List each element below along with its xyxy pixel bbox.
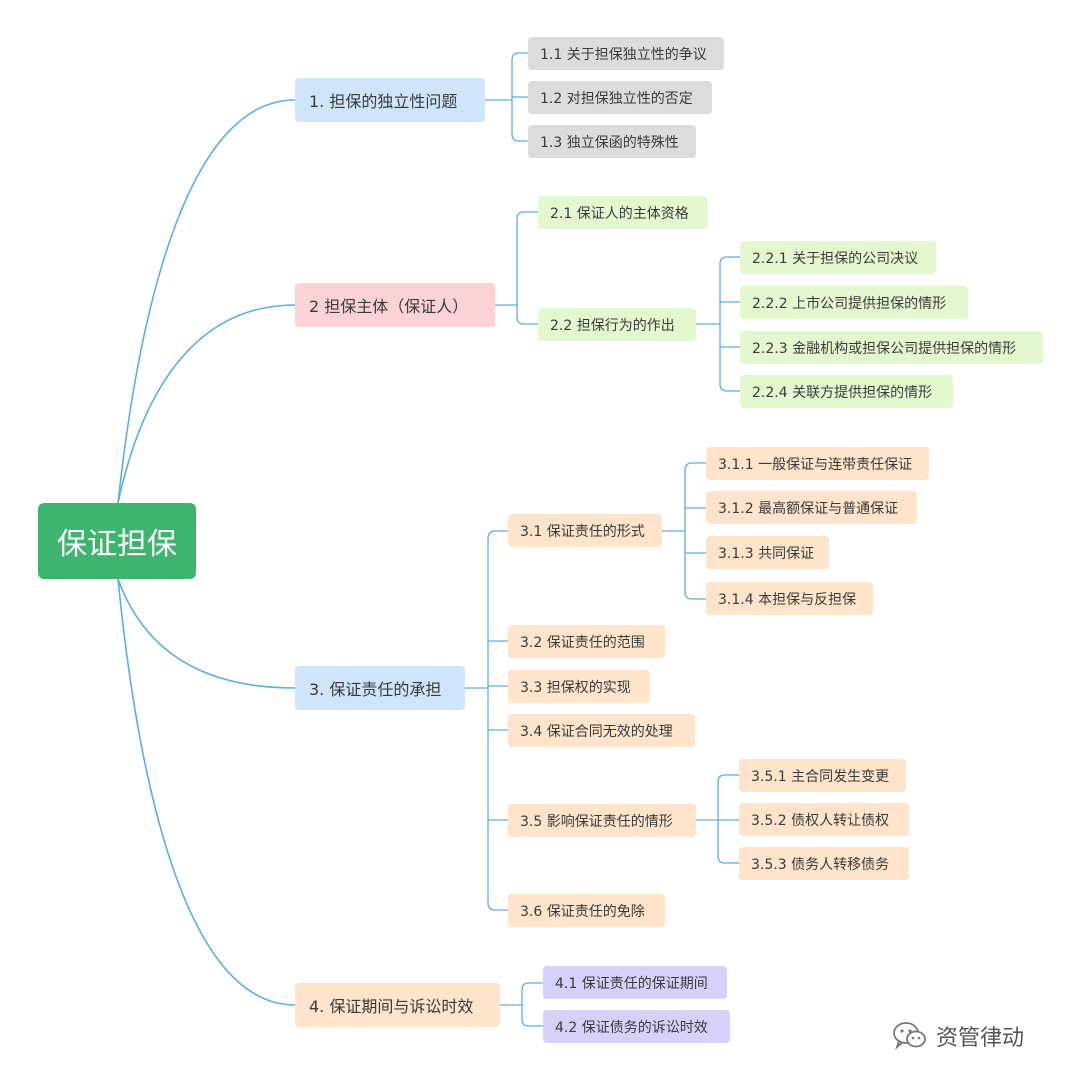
node-1-2[interactable]: 1.2 对担保独立性的否定 [528,81,712,114]
watermark: 资管律动 [892,1018,1024,1054]
connector-root-branch2 [117,304,296,504]
node-1-1[interactable]: 1.1 关于担保独立性的争议 [528,37,724,70]
node-2-2-3[interactable]: 2.2.3 金融机构或担保公司提供担保的情形 [740,331,1043,364]
connector-3-5-children [696,774,739,864]
node-3-5-2[interactable]: 3.5.2 债权人转让债权 [739,803,909,836]
connector-branch4-children [500,982,543,1027]
connector-2-2-children [696,256,740,392]
node-3-1-3[interactable]: 3.1.3 共同保证 [706,536,829,569]
node-2-1[interactable]: 2.1 保证人的主体资格 [538,196,708,229]
node-3-1-2[interactable]: 3.1.2 最高额保证与普通保证 [706,491,917,524]
node-3-5-3[interactable]: 3.5.3 债务人转移债务 [739,847,909,880]
node-3-5[interactable]: 3.5 影响保证责任的情形 [508,804,696,837]
node-3-1-1[interactable]: 3.1.1 一般保证与连带责任保证 [706,447,929,480]
branch2-node[interactable]: 2 担保主体（保证人） [295,283,495,327]
node-4-1[interactable]: 4.1 保证责任的保证期间 [543,966,727,999]
connector-branch2-children [495,211,538,325]
node-3-4[interactable]: 3.4 保证合同无效的处理 [508,714,695,747]
connector-root-branch4 [117,578,296,1006]
node-3-5-1[interactable]: 3.5.1 主合同发生变更 [739,759,906,792]
connector-branch3-children [465,530,508,911]
node-3-3[interactable]: 3.3 担保权的实现 [508,670,650,703]
node-3-2[interactable]: 3.2 保证责任的范围 [508,625,665,658]
branch4-node[interactable]: 4. 保证期间与诉讼时效 [295,983,500,1027]
branch3-node[interactable]: 3. 保证责任的承担 [295,666,465,710]
connector-branch1-children [485,52,528,142]
node-3-1[interactable]: 3.1 保证责任的形式 [508,514,662,547]
node-3-1-4[interactable]: 3.1.4 本担保与反担保 [706,582,873,615]
node-4-2[interactable]: 4.2 保证债务的诉讼时效 [543,1010,730,1043]
watermark-text: 资管律动 [936,1026,1025,1051]
branch1-node[interactable]: 1. 担保的独立性问题 [295,78,485,122]
node-2-2-2[interactable]: 2.2.2 上市公司提供担保的情形 [740,286,968,319]
root-node[interactable]: 保证担保 [38,503,196,579]
node-2-2[interactable]: 2.2 担保行为的作出 [538,308,696,341]
connector-3-1-children [662,462,706,600]
node-2-2-4[interactable]: 2.2.4 关联方提供担保的情形 [740,375,953,408]
connector-root-branch3 [117,578,296,689]
wechat-icon [892,1021,928,1051]
connector-root-branch1 [117,99,296,504]
node-3-6[interactable]: 3.6 保证责任的免除 [508,894,665,927]
node-1-3[interactable]: 1.3 独立保函的特殊性 [528,125,696,158]
node-2-2-1[interactable]: 2.2.1 关于担保的公司决议 [740,241,936,274]
